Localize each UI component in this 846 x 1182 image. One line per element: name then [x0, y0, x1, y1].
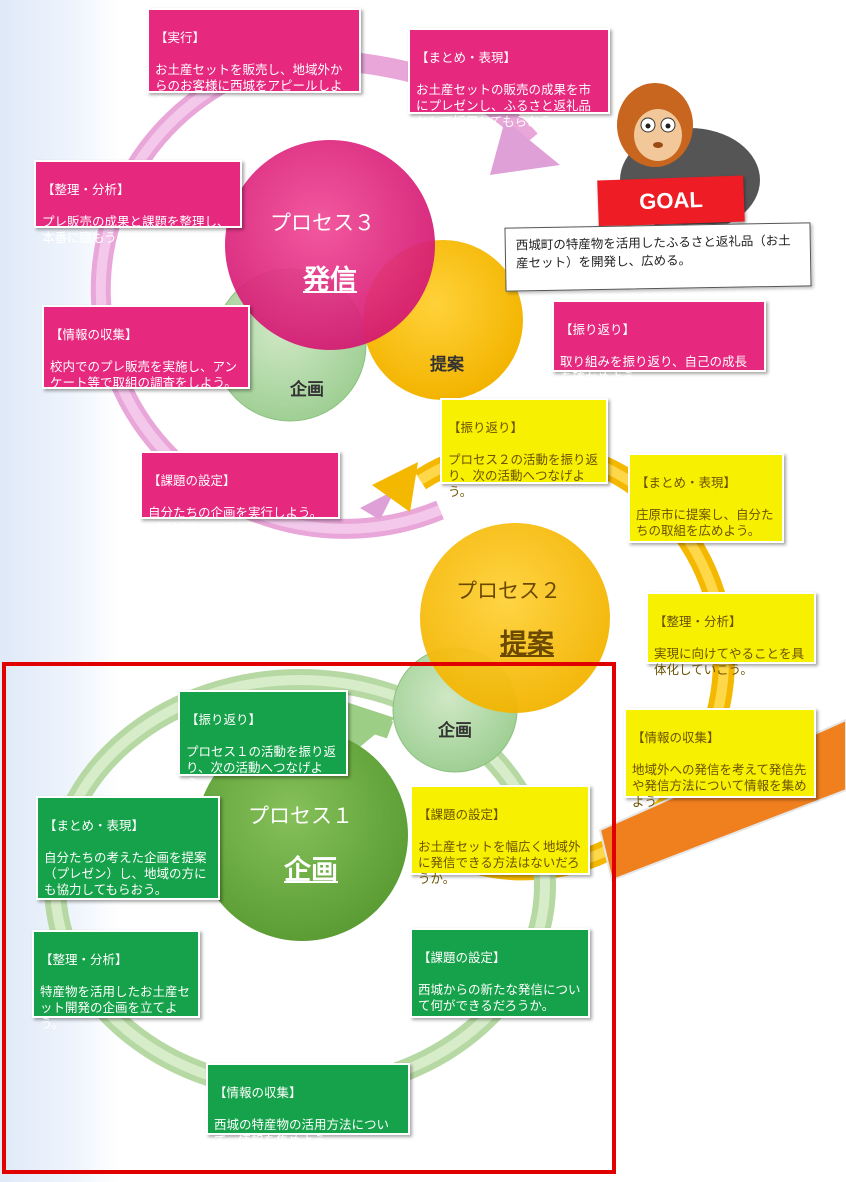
process3-box-furikaeri: 【振り返り】 取り組みを振り返り、自己の成長を確かめよう。	[552, 300, 766, 385]
process3-box-furikaeri-head: 【振り返り】	[560, 322, 636, 337]
process1-box-kadai: 【課題の設定】 西城からの新たな発信について何ができるだろうか。	[410, 928, 590, 1018]
process3-box-matome-head: 【まとめ・表現】	[416, 50, 517, 65]
process2-box-joho: 【情報の収集】 地域外への発信を考えて発信先や発信方法について情報を集めよう	[624, 708, 816, 809]
process1-box-furikaeri-body: プロセス１の活動を振り返り、次の活動へつなげよう。	[186, 744, 337, 791]
process2-title: プロセス２	[456, 579, 561, 603]
process3-box-seiri: 【整理・分析】 プレ販売の成果と課題を整理し、本番に臨もう。	[34, 160, 242, 245]
process3-box-kadai-head: 【課題の設定】	[148, 473, 236, 488]
process1-box-kadai-head: 【課題の設定】	[418, 950, 506, 965]
process1-box-seiri-body: 特産物を活用したお土産セット開発の企画を立てよう。	[40, 984, 191, 1031]
process3-sub-label-teian: 提案	[430, 355, 464, 375]
process3-box-joho-head: 【情報の収集】	[50, 327, 138, 342]
process3-box-matome: 【まとめ・表現】 お土産セットの販売の成果を市にプレゼンし、ふるさと返礼品として…	[408, 28, 610, 129]
process1-highlight-frame	[2, 662, 616, 1174]
process3-box-matome-body: お土産セットの販売の成果を市にプレゼンし、ふるさと返礼品として採用してもらおう。	[416, 82, 592, 129]
goal-description: 西城町の特産物を活用したふるさと返礼品（お土産セット）を開発し、広める。	[504, 222, 812, 292]
process1-box-furikaeri: 【振り返り】 プロセス１の活動を振り返り、次の活動へつなげよう。	[178, 690, 348, 791]
process3-box-joho-body: 校内でのプレ販売を実施し、アンケート等で取組の調査をしよう。	[50, 359, 238, 390]
process3-main-circle	[225, 140, 435, 350]
process2-box-seiri-head: 【整理・分析】	[654, 614, 742, 629]
process2-box-joho-body: 地域外への発信を考えて発信先や発信方法について情報を集めよう	[632, 762, 807, 809]
process2-sub-label-kikaku: 企画	[438, 721, 472, 741]
process2-box-seiri: 【整理・分析】 実現に向けてやることを具体化していこう。	[646, 592, 816, 677]
process3-box-jikkou: 【実行】 お土産セットを販売し、地域外からのお客様に西城をアピールしよう。	[147, 8, 361, 109]
process3-box-seiri-head: 【整理・分析】	[42, 182, 130, 197]
process2-box-matome-body: 庄原市に提案し、自分たちの取組を広めよう。	[636, 507, 774, 538]
process3-title: プロセス３	[270, 211, 375, 235]
process1-main-circle	[196, 729, 408, 941]
process1-name: 企画	[284, 855, 338, 886]
process1-box-joho-head: 【情報の収集】	[214, 1085, 302, 1100]
process1-box-furikaeri-head: 【振り返り】	[186, 712, 262, 727]
process2-box-matome: 【まとめ・表現】 庄原市に提案し、自分たちの取組を広めよう。	[628, 453, 784, 543]
process3-sub-label-kikaku: 企画	[290, 380, 324, 400]
process3-box-furikaeri-body: 取り組みを振り返り、自己の成長を確かめよう。	[560, 354, 748, 385]
process2-box-furikaeri-body: プロセス２の活動を振り返り、次の活動へつなげよう。	[448, 452, 599, 499]
process3-box-joho: 【情報の収集】 校内でのプレ販売を実施し、アンケート等で取組の調査をしよう。	[42, 305, 250, 390]
process2-box-furikaeri: 【振り返り】 プロセス２の活動を振り返り、次の活動へつなげよう。	[440, 398, 608, 499]
process3-box-kadai-body: 自分たちの企画を実行しよう。（地域外への発信）	[148, 505, 323, 536]
process1-box-seiri-head: 【整理・分析】	[40, 952, 128, 967]
process3-box-seiri-body: プレ販売の成果と課題を整理し、本番に臨もう。	[42, 214, 230, 245]
process1-box-joho: 【情報の収集】 西城の特産物の活用方法について、情報を集めよう。	[206, 1063, 410, 1148]
process2-box-joho-head: 【情報の収集】	[632, 730, 720, 745]
process2-box-kadai-body: お土産セットを幅広く地域外に発信できる方法はないだろうか。	[418, 839, 581, 886]
process2-box-kadai: 【課題の設定】 お土産セットを幅広く地域外に発信できる方法はないだろうか。	[410, 785, 590, 886]
process2-box-seiri-body: 実現に向けてやることを具体化していこう。	[654, 646, 805, 677]
process3-box-kadai: 【課題の設定】 自分たちの企画を実行しよう。（地域外への発信）	[140, 451, 340, 536]
process1-box-seiri: 【整理・分析】 特産物を活用したお土産セット開発の企画を立てよう。	[32, 930, 200, 1031]
process2-box-furikaeri-head: 【振り返り】	[448, 420, 524, 435]
process1-box-matome-body: 自分たちの考えた企画を提案（プレゼン）し、地域の方にも協力してもらおう。	[44, 850, 207, 897]
process1-box-matome-head: 【まとめ・表現】	[44, 818, 145, 833]
process1-box-matome: 【まとめ・表現】 自分たちの考えた企画を提案（プレゼン）し、地域の方にも協力して…	[36, 796, 220, 900]
process2-box-kadai-head: 【課題の設定】	[418, 807, 506, 822]
process1-title: プロセス１	[248, 804, 353, 828]
process2-box-matome-head: 【まとめ・表現】	[636, 475, 737, 490]
goal-banner: GOAL	[597, 175, 745, 227]
process1-box-joho-body: 西城の特産物の活用方法について、情報を集めよう。	[214, 1117, 390, 1148]
process3-box-jikkou-body: お土産セットを販売し、地域外からのお客様に西城をアピールしよう。	[155, 62, 343, 109]
process2-name: 提案	[500, 629, 554, 660]
process1-box-kadai-body: 西城からの新たな発信について何ができるだろうか。	[418, 982, 581, 1013]
process3-name: 発信	[303, 265, 357, 296]
process3-box-jikkou-head: 【実行】	[155, 30, 206, 45]
